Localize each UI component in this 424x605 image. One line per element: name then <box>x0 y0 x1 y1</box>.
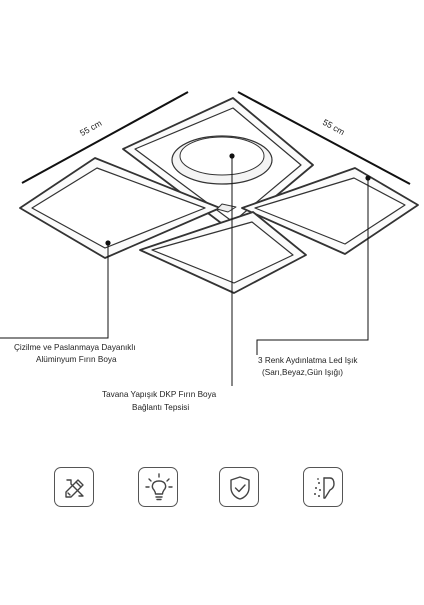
feature-led-light <box>138 467 178 507</box>
tray-callout-dot <box>229 153 235 159</box>
led-callout-dot <box>365 175 371 181</box>
coating-label-line2: Alüminyum Fırın Boya <box>36 355 117 364</box>
mounting-tray <box>171 135 273 185</box>
led-callout-line <box>256 178 369 355</box>
feature-scratch-resistant <box>54 467 94 507</box>
led-label-line2: (Sarı,Beyaz,Gün Işığı) <box>262 368 343 377</box>
coating-label-line1: Çizilme ve Paslanmaya Dayanıklı <box>14 343 136 352</box>
right-dimension-line <box>237 91 411 185</box>
lamp-frame-left <box>19 157 221 259</box>
durable-coating-icon <box>314 477 335 499</box>
coating-callout-line <box>0 243 109 339</box>
shield-check-icon <box>230 476 250 500</box>
led-label-line1: 3 Renk Aydınlatma Led Işık <box>258 356 358 365</box>
feature-durable-coating <box>303 467 343 507</box>
lamp-frame-bottom <box>139 211 307 294</box>
scratch-resistant-icon <box>65 479 84 498</box>
light-bulb-icon <box>145 473 173 501</box>
left-dimension-line <box>21 91 189 184</box>
coating-callout-dot <box>105 240 111 246</box>
center-connector <box>216 203 237 213</box>
tray-label-line2: Bağlantı Tepsisi <box>132 403 190 412</box>
tray-label-line1: Tavana Yapışık DKP Fırın Boya <box>102 390 217 399</box>
feature-protection <box>219 467 259 507</box>
